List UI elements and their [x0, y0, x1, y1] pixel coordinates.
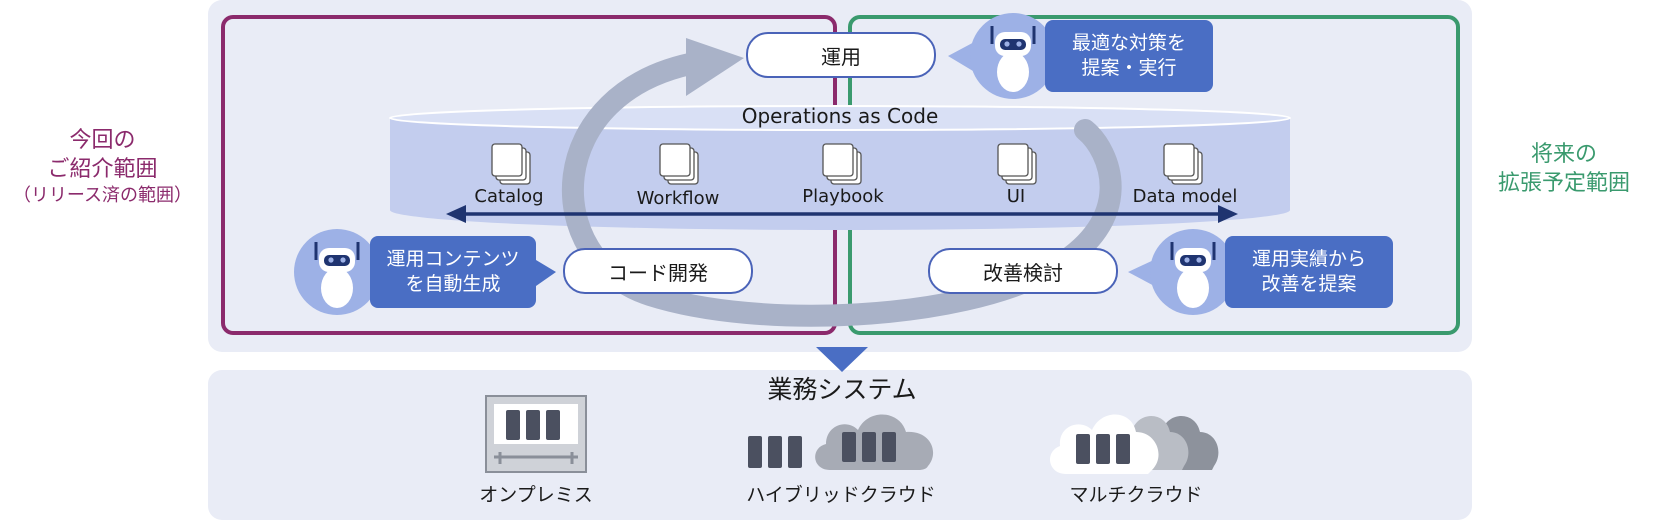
- infra-hybrid-cloud: ハイブリッドクラウド: [746, 484, 936, 506]
- document-stack-icon: [491, 143, 1203, 185]
- improvement-pill: 改善検討: [928, 248, 1118, 294]
- infra-on-premise: オンプレミス: [479, 484, 593, 506]
- business-systems-title: 業務システム: [767, 375, 917, 404]
- oac-item-ui: UI: [1006, 186, 1026, 207]
- released-scope-label: 今回の ご紹介範囲 （リリース済の範囲）: [0, 126, 205, 208]
- improvement-cycle-arrow: [561, 38, 1122, 327]
- oac-item-catalog: Catalog: [474, 186, 544, 207]
- cloud-icon: [815, 414, 934, 470]
- bubble-auto-generate: 運用コンテンツ を自動生成: [370, 236, 536, 308]
- server-rack-icon: [748, 436, 802, 468]
- bubble-optimal-action-line2: 提案・実行: [1081, 57, 1177, 79]
- robot-icon: [1150, 229, 1236, 315]
- released-scope-line1: 今回の: [69, 128, 136, 153]
- bubble-improvement-proposal: 運用実績から 改善を提案: [1225, 236, 1393, 308]
- future-scope-line2: 拡張予定範囲: [1497, 171, 1630, 197]
- bubble-auto-generate-line1: 運用コンテンツ: [386, 247, 520, 270]
- infra-multi-cloud: マルチクラウド: [1069, 484, 1203, 506]
- oac-title: Operations as Code: [741, 104, 939, 128]
- future-scope-line1: 将来の: [1530, 142, 1597, 167]
- bubble-improvement-proposal-line1: 運用実績から: [1251, 247, 1366, 270]
- bubble-tail: [948, 40, 978, 74]
- robot-icon: [294, 229, 380, 315]
- future-scope-label: 将来の 拡張予定範囲: [1474, 140, 1654, 198]
- oac-axis-arrow: [446, 205, 1238, 223]
- cloud-icon: [1049, 414, 1219, 474]
- bubble-auto-generate-line2: を自動生成: [405, 273, 501, 295]
- oac-item-playbook: Playbook: [802, 186, 884, 207]
- bubble-optimal-action-line1: 最適な対策を: [1071, 31, 1186, 54]
- released-scope-line3: （リリース済の範囲）: [12, 185, 193, 207]
- code-dev-pill: コード開発: [563, 248, 753, 294]
- oac-item-data-model: Data model: [1132, 186, 1238, 207]
- robot-icon: [970, 13, 1056, 99]
- server-rack-icon: [485, 395, 587, 473]
- operation-pill: 運用: [746, 32, 936, 78]
- released-scope-line2: ご紹介範囲: [47, 157, 158, 183]
- bubble-improvement-proposal-line2: 改善を提案: [1261, 273, 1357, 295]
- bubble-optimal-action: 最適な対策を 提案・実行: [1045, 20, 1213, 92]
- bubble-tail: [536, 260, 556, 286]
- down-arrow-icon: [816, 347, 868, 372]
- oac-item-workflow: Workflow: [636, 188, 720, 209]
